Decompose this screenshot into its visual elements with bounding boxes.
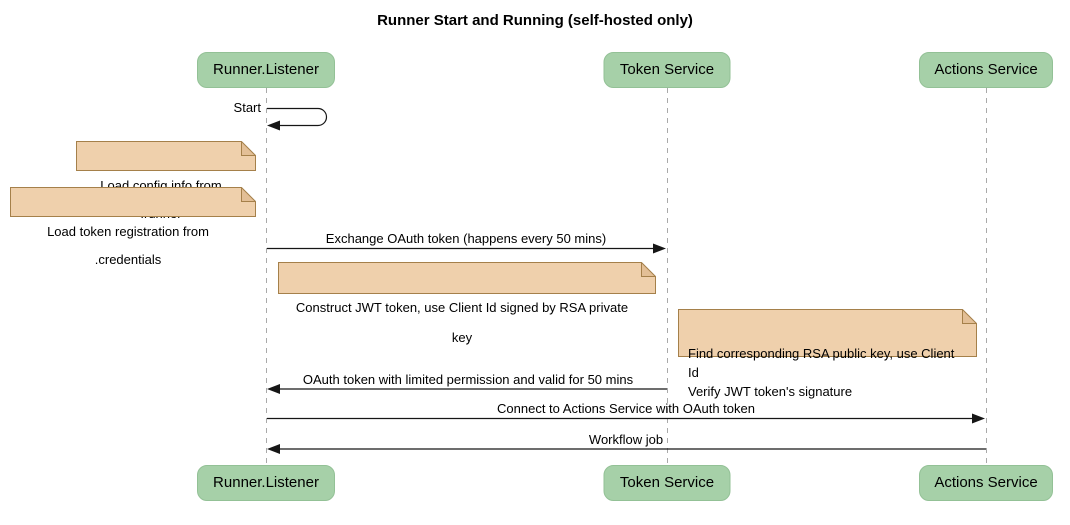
note-fold-icon [241,187,256,202]
participant-runner-listener-bottom: Runner.Listener [197,465,335,501]
participant-actions-service-top: Actions Service [919,52,1053,88]
message-label-workflow-job: Workflow job [588,432,664,447]
message-label-connect-actions-service: Connect to Actions Service with OAuth to… [497,401,755,416]
note-text: Load token registration from .credential… [47,224,209,267]
note-fold-icon [641,262,656,277]
note-text: Find corresponding RSA public key, use C… [688,346,955,399]
message-label-oauth-token-response: OAuth token with limited permission and … [302,372,634,387]
lifeline-runner-listener [266,88,267,465]
message-label-start: Start [233,100,261,115]
lifeline-actions-service [986,88,987,465]
note-load-token-registration: Load token registration from .credential… [10,187,256,267]
message-label-exchange-oauth-token: Exchange OAuth token (happens every 50 m… [325,231,607,246]
note-text: Construct JWT token, use Client Id signe… [295,300,629,345]
participant-runner-listener-top: Runner.Listener [197,52,335,88]
note-load-config: Load config info from .runner [76,141,256,221]
note-fold-icon [962,309,977,324]
participant-token-service-top: Token Service [603,52,731,88]
note-fold-icon [241,141,256,156]
self-message-arrow-start [267,107,328,131]
lifeline-token-service [667,88,668,465]
participant-token-service-bottom: Token Service [603,465,731,501]
diagram-title: Runner Start and Running (self-hosted on… [377,12,693,29]
participant-actions-service-bottom: Actions Service [919,465,1053,501]
note-verify-jwt: Find corresponding RSA public key, use C… [678,309,977,399]
note-construct-jwt: Construct JWT token, use Client Id signe… [278,262,656,345]
